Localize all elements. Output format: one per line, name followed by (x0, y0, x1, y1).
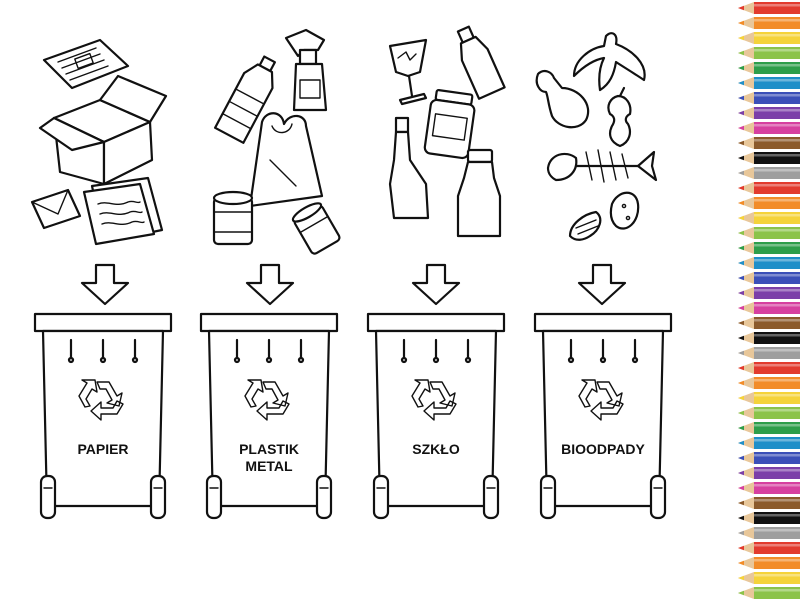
pencil-icon (738, 242, 800, 254)
pencil-icon (738, 167, 800, 179)
arrows (80, 263, 627, 306)
bin-label: PLASTIK (239, 441, 299, 457)
pencil-icon (738, 332, 800, 344)
arrow-down-icon (245, 263, 295, 306)
envelope-icon (30, 188, 82, 230)
pencil-icon (738, 377, 800, 389)
pencil-icon (738, 542, 800, 554)
pencil-icon (738, 137, 800, 149)
pencil-icon (738, 347, 800, 359)
pencil-icon (738, 212, 800, 224)
colored-pencils-border (738, 2, 800, 599)
pencil-icon (738, 572, 800, 584)
milk-bottle-icon (456, 148, 502, 238)
glass-jar-icon (423, 88, 476, 160)
pencil-icon (738, 2, 800, 14)
pencil-icon (738, 362, 800, 374)
pencil-icon (738, 62, 800, 74)
pencil-icon (738, 17, 800, 29)
pencil-icon (738, 197, 800, 209)
pencil-icon (738, 392, 800, 404)
pencil-icon (738, 32, 800, 44)
pencil-icon (738, 182, 800, 194)
pencil-icon (738, 272, 800, 284)
arrow-down-icon (80, 263, 130, 306)
pencil-icon (738, 122, 800, 134)
pencil-icon (738, 452, 800, 464)
pencil-icon (738, 467, 800, 479)
pencil-icon (738, 482, 800, 494)
bin-papier: PAPIER (33, 312, 173, 520)
pencil-icon (738, 47, 800, 59)
bin-label: BIOODPADY (561, 441, 645, 457)
pencil-icon (738, 557, 800, 569)
pencil-icon (738, 587, 800, 599)
pencil-icon (738, 227, 800, 239)
pencil-icon (738, 422, 800, 434)
pencil-icon (738, 92, 800, 104)
plastic-bag-icon (248, 112, 324, 208)
fish-bone-icon (546, 149, 658, 183)
bin-label-line2: METAL (245, 458, 293, 474)
apple-core-icon (607, 86, 632, 148)
potato-peel-icon (568, 191, 640, 241)
glass-items (388, 25, 506, 238)
soda-can-icon (291, 202, 341, 255)
bin-label: SZKŁO (412, 441, 460, 457)
pencil-icon (738, 77, 800, 89)
paper-sheets-icon (82, 176, 164, 246)
pencil-icon (738, 152, 800, 164)
cardboard-box-icon (38, 74, 168, 186)
pencil-icon (738, 287, 800, 299)
newspaper-icon (42, 38, 130, 90)
pencil-icon (738, 407, 800, 419)
plastic-bottle-icon (213, 55, 276, 144)
spray-bottle-icon (284, 28, 328, 112)
plastic-metal-items (212, 28, 341, 255)
tin-can-icon (212, 190, 254, 246)
bio-items (535, 32, 658, 241)
pencil-icon (738, 107, 800, 119)
pencil-icon (738, 497, 800, 509)
bin-label: PAPIER (77, 441, 128, 457)
pencil-icon (738, 512, 800, 524)
pencil-icon (738, 317, 800, 329)
bin-szklo: SZKŁO (366, 312, 506, 520)
pencil-icon (738, 302, 800, 314)
arrow-down-icon (577, 263, 627, 306)
glass-bottle-small-icon (456, 25, 506, 100)
bin-plastik-metal: PLASTIK METAL (199, 312, 339, 520)
glass-bottle-tall-icon (388, 116, 430, 220)
pencil-icon (738, 437, 800, 449)
arrow-down-icon (411, 263, 461, 306)
broken-wine-glass-icon (388, 38, 428, 106)
banana-peel-icon (572, 32, 646, 92)
chicken-leg-icon (535, 69, 590, 129)
paper-items (30, 38, 168, 246)
pencil-icon (738, 527, 800, 539)
bin-bioodpady: BIOODPADY (533, 312, 673, 520)
pencil-icon (738, 257, 800, 269)
